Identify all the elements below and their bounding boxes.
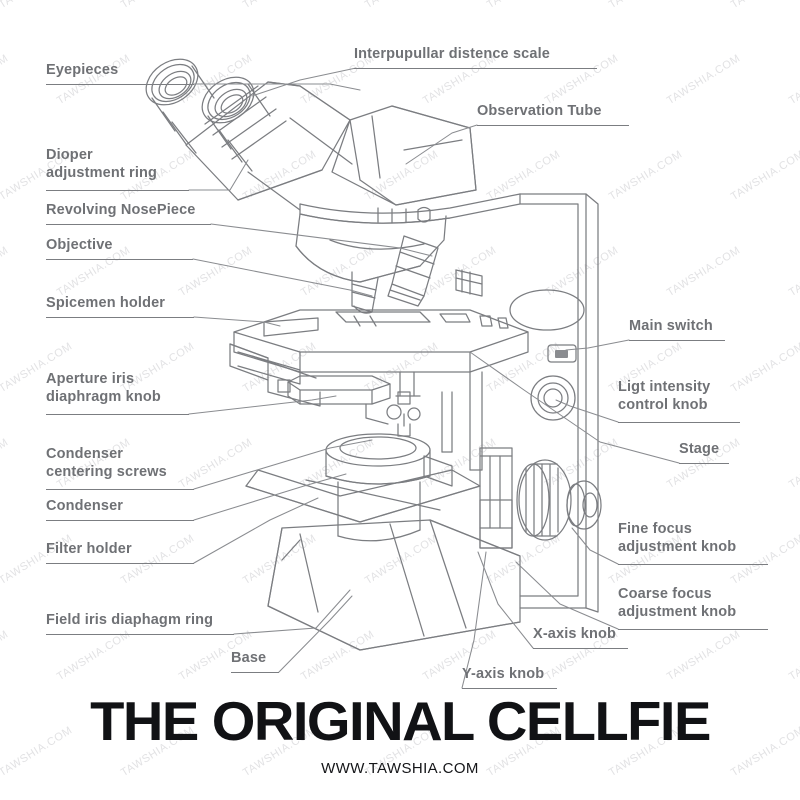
label-underline-filter-holder <box>46 563 194 564</box>
diagram-label-x-axis-knob: X-axis knob <box>533 626 617 642</box>
label-underline-observation-tube <box>477 125 629 126</box>
diagram-label-observation-tube: Observation Tube <box>477 103 602 119</box>
website-url: WWW.TAWSHIA.COM <box>321 760 479 777</box>
label-underline-objective <box>46 259 193 260</box>
diagram-label-fine-focus-knob: Fine focus adjustment knob <box>618 521 737 555</box>
diagram-label-eyepieces: Eyepieces <box>46 62 119 78</box>
label-underline-diopter-ring <box>46 190 189 191</box>
label-underline-main-switch <box>629 340 725 341</box>
label-underline-interpupillar-scale <box>354 68 597 69</box>
diagram-label-y-axis-knob: Y-axis knob <box>462 666 545 682</box>
caption-block: THE ORIGINAL CELLFIE WWW.TAWSHIA.COM <box>0 690 800 800</box>
label-underline-condenser-screws <box>46 489 194 490</box>
label-underline-aperture-iris-knob <box>46 414 189 415</box>
diagram-label-coarse-focus-knob: Coarse focus adjustment knob <box>618 586 737 620</box>
diagram-label-field-iris-ring: Field iris diaphagm ring <box>46 612 214 628</box>
diagram-label-base: Base <box>231 650 267 666</box>
diagram-label-condenser: Condenser <box>46 498 124 514</box>
label-underline-light-intensity-knob <box>618 422 740 423</box>
diagram-label-specimen-holder: Spicemen holder <box>46 295 166 311</box>
label-underline-eyepieces <box>46 84 194 85</box>
diagram-label-diopter-ring: Dioper adjustment ring <box>46 147 158 181</box>
label-underline-specimen-holder <box>46 317 194 318</box>
diagram-label-interpupillar-scale: Interpupullar distence scale <box>354 46 550 62</box>
label-underline-stage <box>679 463 729 464</box>
label-underline-fine-focus-knob <box>618 564 768 565</box>
label-underline-condenser <box>46 520 194 521</box>
diagram-label-aperture-iris-knob: Aperture iris diaphragm knob <box>46 371 161 405</box>
label-underline-field-iris-ring <box>46 634 234 635</box>
label-underline-coarse-focus-knob <box>618 629 768 630</box>
diagram-label-main-switch: Main switch <box>629 318 713 334</box>
diagram-label-objective: Objective <box>46 237 113 253</box>
diagram-label-filter-holder: Filter holder <box>46 541 132 557</box>
diagram-label-revolving-nosepiece: Revolving NosePiece <box>46 202 196 218</box>
label-underline-base <box>231 672 279 673</box>
label-underline-revolving-nosepiece <box>46 224 211 225</box>
page-title: THE ORIGINAL CELLFIE <box>90 690 711 752</box>
label-underline-y-axis-knob <box>462 688 557 689</box>
label-underline-x-axis-knob <box>533 648 628 649</box>
diagram-label-condenser-screws: Condenser centering screws <box>46 446 167 480</box>
diagram-label-light-intensity-knob: Ligt intensity control knob <box>618 379 711 413</box>
diagram-label-stage: Stage <box>679 441 720 457</box>
